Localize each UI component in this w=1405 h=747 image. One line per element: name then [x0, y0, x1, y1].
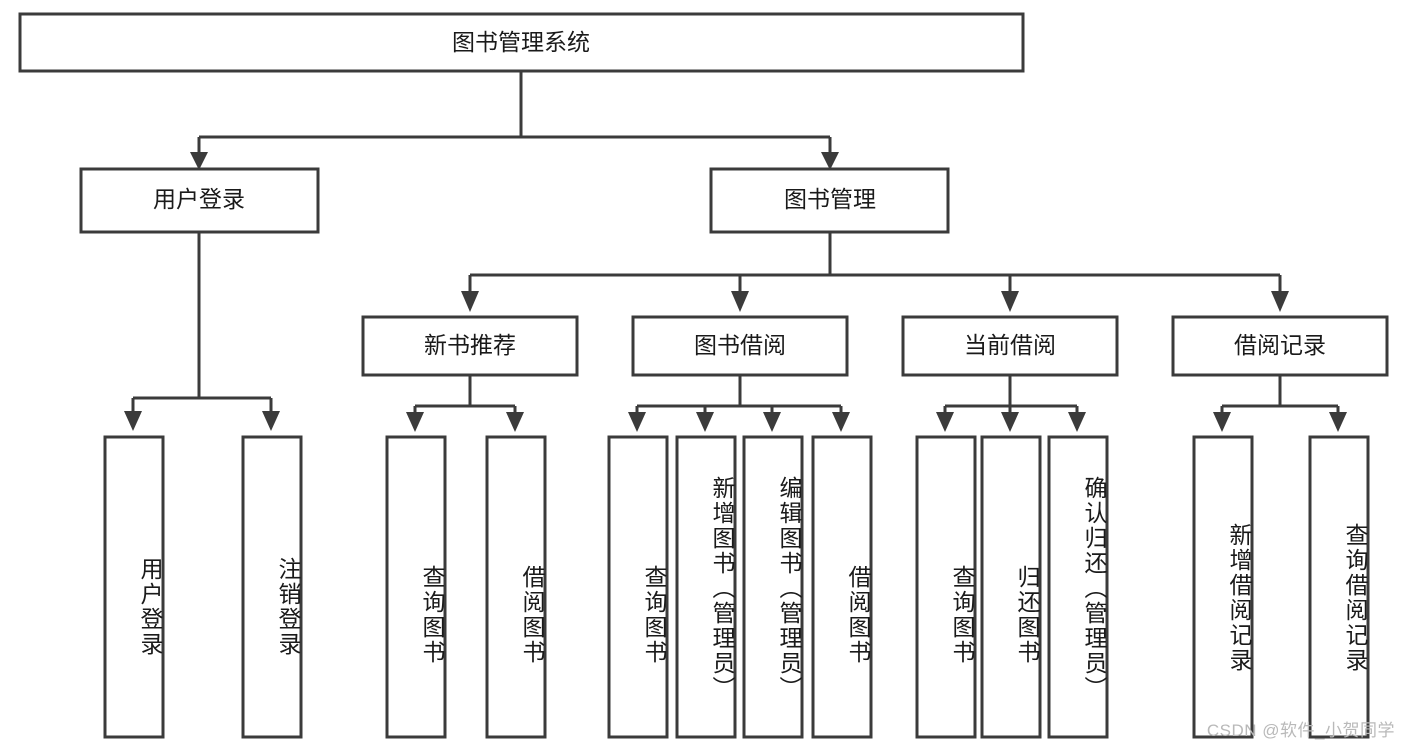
node-borrow-record[interactable]: 借阅记录	[1171, 315, 1389, 377]
leaf-box-bookborrow-3[interactable]	[742, 435, 804, 739]
leaf-label-bookborrow-3: 编辑图书（管理员）	[776, 475, 802, 701]
leaf-label-currentborrow-2: 归还图书	[1014, 565, 1040, 665]
node-root-label: 图书管理系统	[452, 29, 590, 55]
edge-borrowrecord-to-leaves	[1213, 375, 1347, 432]
leaf-label-newbook-2: 借阅图书	[519, 565, 545, 665]
leaf-label-currentborrow-3: 确认归还（管理员）	[1081, 475, 1107, 701]
node-current-borrow-label: 当前借阅	[964, 332, 1056, 358]
leaf-box-user-login-2[interactable]	[241, 435, 303, 739]
node-book-management-label: 图书管理	[784, 186, 876, 212]
leaf-label-borrowrecord-2: 查询借阅记录	[1342, 522, 1368, 673]
leaf-box-borrowrecord-2[interactable]	[1308, 435, 1370, 739]
node-user-login-label: 用户登录	[153, 186, 245, 212]
leaf-box-currentborrow-2[interactable]	[980, 435, 1042, 739]
edge-userlogin-to-leaves	[124, 232, 280, 431]
edge-bookmgmt-to-level3	[461, 232, 1289, 312]
leaf-label-bookborrow-4: 借阅图书	[845, 565, 871, 665]
node-borrow-record-label: 借阅记录	[1234, 332, 1326, 358]
leaf-box-newbook-2[interactable]	[485, 435, 547, 739]
leaf-box-bookborrow-2[interactable]	[675, 435, 737, 739]
leaf-label-bookborrow-2: 新增图书（管理员）	[709, 475, 735, 701]
edge-bookborrow-to-leaves	[628, 375, 850, 432]
node-current-borrow[interactable]: 当前借阅	[901, 315, 1119, 377]
edge-root-to-level2	[190, 71, 839, 170]
leaf-box-user-login-1[interactable]	[103, 435, 165, 739]
leaf-label-newbook-1: 查询图书	[419, 565, 445, 665]
leaf-label-user-login-1: 用户登录	[137, 557, 163, 657]
leaf-box-currentborrow-1[interactable]	[915, 435, 977, 739]
leaf-box-currentborrow-3[interactable]	[1047, 435, 1109, 739]
node-user-login[interactable]: 用户登录	[79, 167, 320, 234]
leaf-label-bookborrow-1: 查询图书	[641, 565, 667, 665]
leaf-label-user-login-2: 注销登录	[275, 557, 301, 657]
leaf-box-bookborrow-1[interactable]	[607, 435, 669, 739]
node-book-management[interactable]: 图书管理	[709, 167, 950, 234]
edge-newbook-to-leaves	[406, 375, 524, 432]
leaf-label-currentborrow-1: 查询图书	[949, 565, 975, 665]
node-root[interactable]: 图书管理系统	[18, 12, 1025, 73]
leaf-label-borrowrecord-1: 新增借阅记录	[1226, 522, 1252, 673]
node-new-book-recommend-label: 新书推荐	[424, 332, 516, 358]
node-book-borrow-label: 图书借阅	[694, 332, 786, 358]
leaf-box-newbook-1[interactable]	[385, 435, 447, 739]
edge-currentborrow-to-leaves	[936, 375, 1086, 432]
leaf-box-bookborrow-4[interactable]	[811, 435, 873, 739]
node-book-borrow[interactable]: 图书借阅	[631, 315, 849, 377]
leaf-box-borrowrecord-1[interactable]	[1192, 435, 1254, 739]
node-new-book-recommend[interactable]: 新书推荐	[361, 315, 579, 377]
